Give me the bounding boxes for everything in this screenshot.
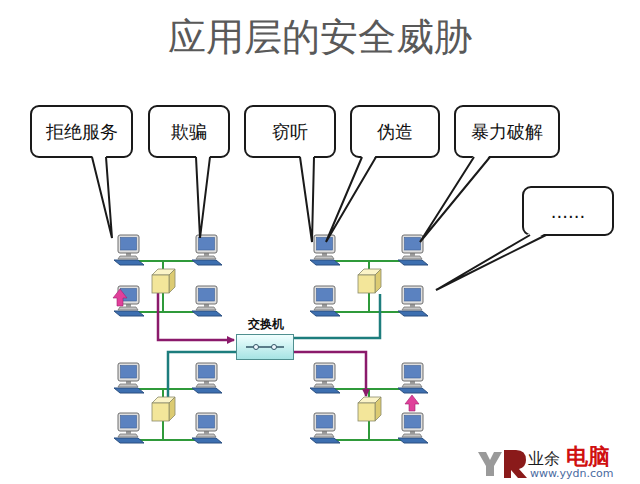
switch-bus xyxy=(246,346,284,348)
callout-bubble: 暴力破解 xyxy=(454,105,560,158)
computer-icon xyxy=(398,413,428,443)
page-title: 应用层的安全威胁 xyxy=(0,12,640,63)
switch-label: 交换机 xyxy=(227,316,305,333)
attack-arrow xyxy=(405,395,419,411)
tail-outline xyxy=(92,157,112,238)
callout-bubble: 欺骗 xyxy=(148,105,230,158)
computer-icon xyxy=(192,413,222,443)
tail-fill xyxy=(420,155,490,242)
backbone-link xyxy=(168,352,236,398)
computer-icon xyxy=(114,235,144,265)
hub-icon xyxy=(358,269,381,293)
threat-text: 伪造 xyxy=(377,120,413,144)
switch-port xyxy=(272,345,277,350)
tail-fill xyxy=(92,155,112,238)
computer-icon xyxy=(310,235,340,265)
bubble-tails xyxy=(92,155,546,290)
computer-icon xyxy=(114,286,144,316)
tail-fill xyxy=(326,155,376,242)
hub-icon xyxy=(358,397,381,421)
watermark-text: 业余 xyxy=(528,449,560,470)
tail-fill xyxy=(196,155,210,238)
computer-icon xyxy=(192,286,222,316)
threat-text: ...... xyxy=(551,201,585,222)
threat-text: 窃听 xyxy=(272,120,308,144)
tail-outline xyxy=(326,157,376,242)
computer-icon xyxy=(192,235,222,265)
tail-fill xyxy=(300,155,314,242)
switch-box: 交换机 xyxy=(236,334,294,360)
attack-path xyxy=(294,352,366,396)
callout-bubble: ...... xyxy=(522,186,614,236)
lan-wires xyxy=(129,261,413,440)
computer-icon xyxy=(398,286,428,316)
tail-fill xyxy=(436,233,546,290)
tail-outline xyxy=(420,157,490,242)
computer-icon xyxy=(114,413,144,443)
watermark-logo xyxy=(478,450,527,478)
callout-bubble: 窃听 xyxy=(244,105,336,158)
threat-text: 拒绝服务 xyxy=(46,120,118,144)
hub-icon xyxy=(152,269,175,293)
tail-outline xyxy=(436,235,546,290)
tail-outline xyxy=(196,157,210,238)
computer-icon xyxy=(310,286,340,316)
tail-outline xyxy=(300,157,314,242)
switch-detail xyxy=(246,345,284,350)
computer-icon xyxy=(192,363,222,393)
backbone-links xyxy=(158,293,380,398)
attack-arrow xyxy=(113,289,127,306)
computer-icon xyxy=(398,363,428,393)
computer-icon xyxy=(310,413,340,443)
threat-text: 欺骗 xyxy=(171,120,207,144)
switch-port xyxy=(254,345,259,350)
callout-bubble: 拒绝服务 xyxy=(30,105,133,158)
logo-mark xyxy=(478,452,502,476)
computer-icon xyxy=(398,235,428,265)
threat-text: 暴力破解 xyxy=(471,120,543,144)
computer-icon xyxy=(310,363,340,393)
logo-mark xyxy=(504,450,527,478)
computer-icon xyxy=(114,363,144,393)
hub-icon xyxy=(152,397,175,421)
callout-bubble: 伪造 xyxy=(350,105,440,158)
watermark-url: www.yydn.com xyxy=(530,467,613,480)
